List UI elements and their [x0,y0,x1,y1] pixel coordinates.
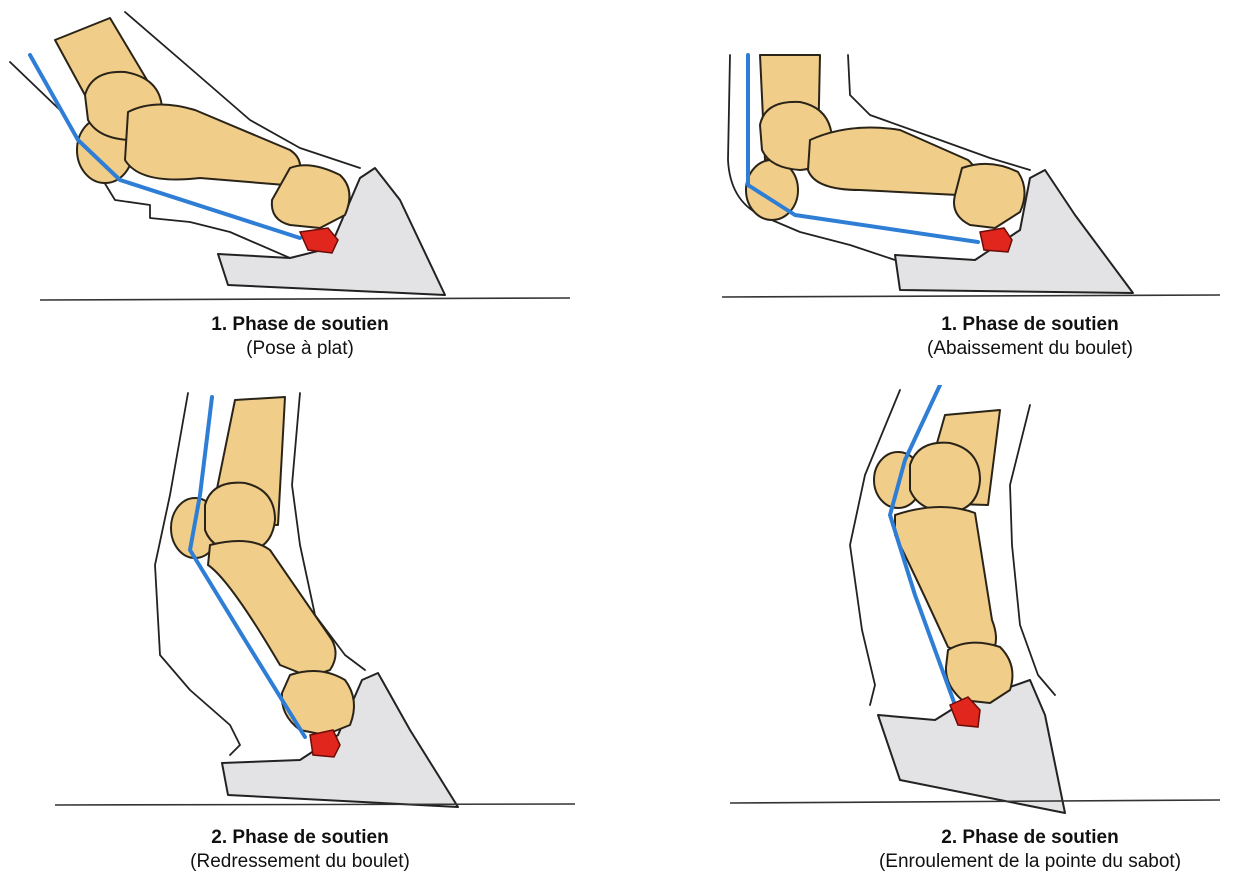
caption-subtitle: (Abaissement du boulet) [830,337,1230,361]
coffin-bone [954,164,1025,228]
panel-abaissement-du-boulet: 1. Phase de soutien (Abaissement du boul… [700,0,1236,385]
caption-redressement: 2. Phase de soutien (Redressement du bou… [150,826,450,874]
long-pastern-bone [125,104,300,185]
panel-enroulement-pointe-sabot: 2. Phase de soutien (Enroulement de la p… [700,385,1236,885]
coffin-bone [282,671,354,735]
navicular-bone [310,730,340,757]
hoof-diagram-redressement [0,385,600,815]
caption-title: 1. Phase de soutien [150,313,450,337]
caption-abaissement: 1. Phase de soutien (Abaissement du boul… [830,313,1230,361]
panel-redressement-du-boulet: 2. Phase de soutien (Redressement du bou… [0,385,600,885]
ground-line [40,298,570,300]
fetlock-joint [910,443,980,513]
panel-pose-a-plat: 1. Phase de soutien (Pose à plat) [0,0,600,385]
coffin-bone [946,643,1013,703]
caption-title: 2. Phase de soutien [830,826,1230,850]
long-pastern-bone [808,128,976,195]
caption-enroulement: 2. Phase de soutien (Enroulement de la p… [830,826,1230,874]
navicular-bone [980,228,1012,252]
hoof-diagram-enroulement [700,385,1236,815]
caption-subtitle: (Pose à plat) [150,337,450,361]
ground-line [55,804,575,805]
caption-subtitle: (Redressement du boulet) [150,850,450,874]
skin-outline [850,390,900,705]
hoof-diagram-pose-a-plat [0,0,600,310]
navicular-bone [300,228,338,253]
ground-line [722,295,1220,297]
skin-outline-dorsal [1010,405,1055,695]
caption-title: 1. Phase de soutien [830,313,1230,337]
caption-pose-a-plat: 1. Phase de soutien (Pose à plat) [150,313,450,361]
caption-title: 2. Phase de soutien [150,826,450,850]
caption-subtitle: (Enroulement de la pointe du sabot) [830,850,1230,874]
ground-line [730,800,1220,803]
hoof-diagram-abaissement [700,0,1236,310]
